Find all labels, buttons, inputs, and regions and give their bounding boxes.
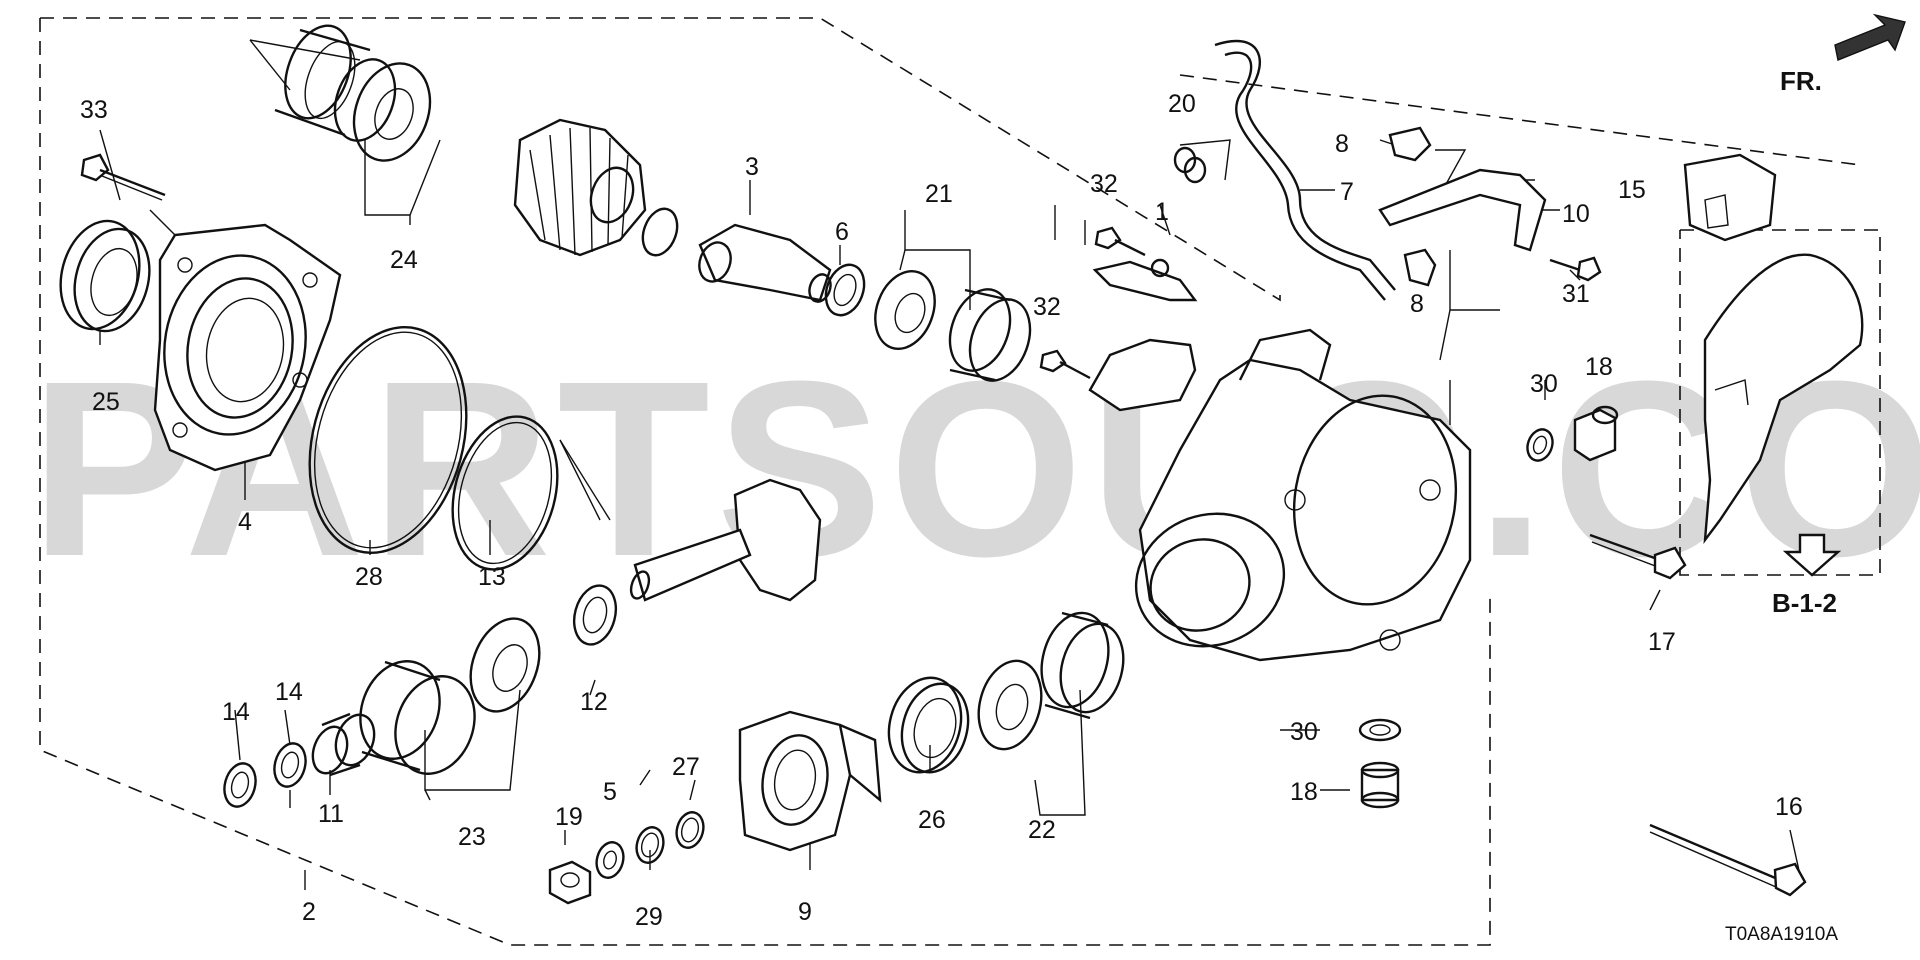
part-24-taper-bearing	[274, 24, 432, 162]
part-15-switch	[1683, 153, 1777, 242]
part-14-washer-left	[223, 762, 257, 808]
diagram-code: T0A8A1910A	[1725, 924, 1838, 945]
reference-label: B-1-2	[1772, 588, 1837, 618]
part-19-nut	[548, 860, 592, 905]
part-20-sleeve	[1173, 146, 1207, 184]
callout-31: 31	[1562, 280, 1590, 308]
callout-28: 28	[355, 563, 383, 591]
part-7-breather-hose	[1214, 39, 1396, 301]
callout-8-upper: 8	[1335, 130, 1349, 158]
callout-29: 29	[635, 903, 663, 931]
part-18-plug-upper	[1573, 405, 1619, 462]
part-21-bearing-set	[874, 270, 1032, 382]
ring-gear	[513, 118, 647, 257]
callout-18-lower: 18	[1290, 778, 1318, 806]
callout-21: 21	[925, 180, 953, 208]
part-25-oil-seal	[59, 219, 151, 333]
part-17-bolt	[1589, 533, 1687, 580]
part-23-bearing-set	[359, 617, 541, 775]
callout-24: 24	[390, 246, 418, 274]
part-14-washer-right	[273, 742, 307, 788]
callout-30-lower: 30	[1290, 718, 1318, 746]
part-3-pinion-shaft	[698, 223, 832, 303]
callout-20: 20	[1168, 90, 1196, 118]
callout-33: 33	[80, 96, 108, 124]
part-8-clip-upper	[1388, 126, 1432, 162]
assembly-outline	[39, 17, 1881, 946]
callout-6: 6	[835, 218, 849, 246]
part-13-shim	[451, 415, 559, 571]
callout-14-right: 14	[275, 678, 303, 706]
callout-32-lower: 32	[1033, 293, 1061, 321]
transfer-case-housing	[1134, 328, 1472, 662]
callout-7: 7	[1340, 178, 1354, 206]
callout-10: 10	[1562, 200, 1590, 228]
callout-3: 3	[745, 153, 759, 181]
callout-16: 16	[1775, 793, 1803, 821]
callout-19: 19	[555, 803, 583, 831]
callout-23: 23	[458, 823, 486, 851]
callout-30-upper: 30	[1530, 370, 1558, 398]
callout-18-upper: 18	[1585, 353, 1613, 381]
part-31-bolt	[1549, 256, 1602, 282]
o-ring-small	[641, 207, 679, 257]
part-33-bolt	[80, 153, 166, 201]
plate-bracket	[1088, 338, 1197, 412]
part-12-washer	[572, 584, 618, 646]
part-10-bracket	[1378, 168, 1547, 252]
part-9-flange	[738, 710, 882, 852]
callout-1: 1	[1155, 198, 1169, 226]
part-5-washer	[595, 841, 625, 879]
direction-label: FR.	[1780, 66, 1822, 96]
front-direction-arrow	[1834, 13, 1906, 61]
part-4-extension-housing	[153, 223, 342, 472]
callout-11: 11	[318, 800, 344, 828]
part-30-washer-upper	[1526, 428, 1554, 462]
callout-22: 22	[1028, 816, 1056, 844]
part-11-collar	[311, 712, 376, 777]
callout-12: 12	[580, 688, 608, 716]
callout-13: 13	[478, 563, 506, 591]
reference-arrow-icon	[1782, 533, 1842, 577]
part-22-bearing-set	[977, 611, 1125, 751]
part-27-o-ring	[675, 811, 705, 849]
callout-15: 15	[1618, 176, 1646, 204]
callout-17: 17	[1648, 628, 1676, 656]
callout-25: 25	[92, 388, 120, 416]
part-32-bolt-upper	[1094, 226, 1146, 257]
heat-shield-cover	[1703, 253, 1864, 545]
part-30-washer-lower	[1358, 718, 1402, 742]
part-28-o-ring	[308, 326, 468, 554]
callout-8-lower: 8	[1410, 290, 1424, 318]
part-26-oil-seal	[887, 676, 970, 774]
callout-4: 4	[238, 508, 252, 536]
part-29-o-ring	[635, 826, 665, 864]
part-32-bolt-lower	[1039, 349, 1091, 380]
part-6-washer	[824, 263, 866, 317]
callout-14-left: 14	[222, 698, 250, 726]
callout-5: 5	[603, 778, 617, 806]
output-shaft-gear	[629, 478, 822, 602]
callout-26: 26	[918, 806, 946, 834]
callout-2: 2	[302, 898, 316, 926]
part-18-plug-lower	[1360, 761, 1400, 809]
part-16-bolt	[1649, 823, 1807, 897]
part-8-clip-lower	[1403, 248, 1437, 287]
callout-32-upper: 32	[1090, 170, 1118, 198]
callout-27: 27	[672, 753, 700, 781]
part-1-sensor-bracket	[1092, 258, 1198, 302]
callout-9: 9	[798, 898, 812, 926]
